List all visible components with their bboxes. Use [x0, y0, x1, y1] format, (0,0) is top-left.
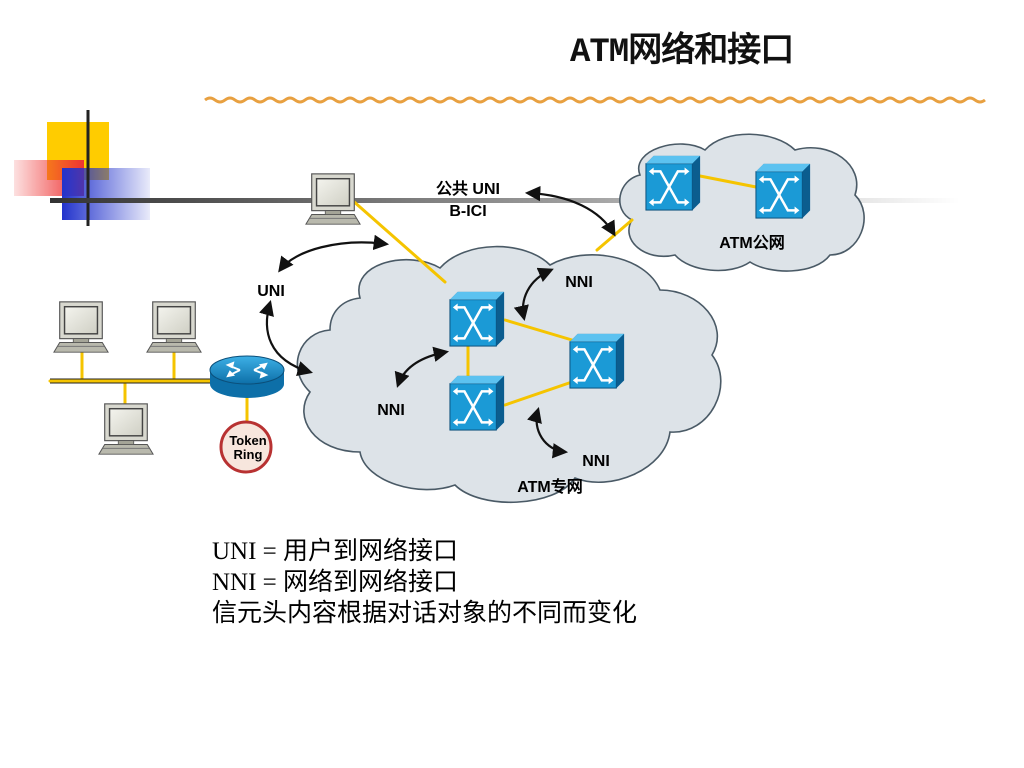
pc-icon — [98, 403, 154, 455]
link-outlines — [50, 378, 215, 384]
title-underline — [204, 96, 986, 104]
atm-switch-private-2 — [568, 332, 626, 390]
nni-label-bottom: NNI — [582, 453, 610, 470]
notes-list: UNI = 用户到网络接口 NNI = 网络到网络接口 信元头内容根据对话对象的… — [212, 536, 637, 629]
atm-switch-private-1 — [448, 290, 506, 348]
uni-label: UNI — [257, 283, 285, 300]
atm-switch-public-2 — [754, 162, 812, 220]
nni-label-left: NNI — [377, 402, 405, 419]
note-cell-header: 信元头内容根据对话对象的不同而变化 — [212, 600, 638, 627]
token-ring-label-2: Ring — [234, 447, 263, 462]
token-ring-label-1: Token — [229, 433, 266, 448]
pc-icon — [305, 173, 361, 225]
router-icon — [209, 355, 285, 398]
atm-switch-public-1 — [644, 154, 702, 212]
token-ring-icon: Token Ring — [219, 420, 273, 474]
corner-decoration — [14, 110, 960, 226]
network-links — [48, 174, 758, 430]
note-uni-definition: UNI = 用户到网络接口 — [212, 538, 459, 565]
interface-arrows — [259, 185, 616, 459]
atm-private-cloud — [296, 245, 722, 504]
atm-private-net-label: ATM专网 — [517, 477, 582, 496]
pc-icon — [53, 301, 109, 353]
public-uni-label: 公共 UNI — [436, 180, 500, 198]
slide-title: ATM网络和接口 — [570, 34, 794, 72]
note-nni-definition: NNI = 网络到网络接口 — [212, 569, 459, 596]
atm-public-net-label: ATM公网 — [719, 234, 784, 252]
b-ici-label: B-ICI — [449, 203, 486, 220]
nni-label-top: NNI — [565, 274, 593, 291]
pc-icon — [146, 301, 202, 353]
atm-switch-private-3 — [448, 374, 506, 432]
